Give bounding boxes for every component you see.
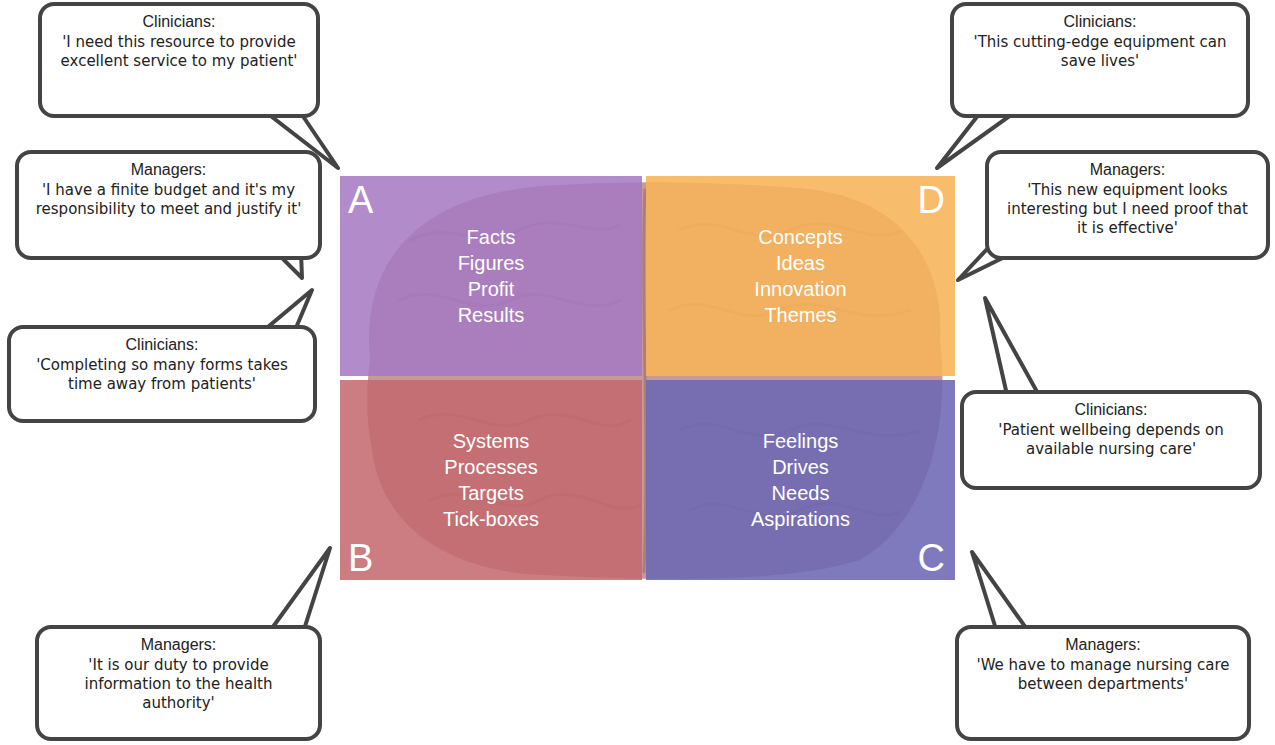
- speaker-heading: Clinicians:: [54, 12, 304, 32]
- quote-text: 'Completing so many forms takes time awa…: [23, 356, 301, 394]
- speaker-heading: Managers:: [51, 635, 306, 655]
- speech-bubble: Clinicians:'This cutting-edge equipment …: [950, 2, 1250, 118]
- quadrant-keyword: Themes: [764, 302, 836, 328]
- quote-text: 'I need this resource to provide excelle…: [54, 33, 304, 71]
- quadrant-letter: B: [348, 538, 373, 578]
- quote-text: 'We have to manage nursing care between …: [971, 656, 1235, 694]
- speech-bubble: Managers:'I have a finite budget and it'…: [15, 150, 322, 260]
- bubble-tails: [250, 100, 1046, 642]
- quadrant-letter: D: [918, 180, 945, 220]
- quote-text: 'This new equipment looks interesting bu…: [1001, 181, 1254, 238]
- quadrant-letter: A: [348, 180, 373, 220]
- quadrant-keyword: Drives: [772, 454, 829, 480]
- quote-text: 'This cutting-edge equipment can save li…: [966, 33, 1234, 71]
- speech-bubble: Managers:'We have to manage nursing care…: [955, 625, 1251, 741]
- quadrant-keyword: Systems: [453, 428, 530, 454]
- speaker-heading: Clinicians:: [966, 12, 1234, 32]
- quadrant-letter: C: [918, 538, 945, 578]
- quadrant-keyword: Results: [458, 302, 525, 328]
- speech-bubble: Managers:'This new equipment looks inter…: [985, 150, 1270, 260]
- speaker-heading: Clinicians:: [23, 335, 301, 355]
- quadrant-keyword: Tick-boxes: [443, 506, 539, 532]
- quote-text: 'Patient wellbeing depends on available …: [976, 421, 1246, 459]
- quadrant-keyword: Figures: [458, 250, 525, 276]
- speaker-heading: Managers:: [971, 635, 1235, 655]
- quote-text: 'I have a finite budget and it's my resp…: [31, 181, 306, 219]
- quote-text: 'It is our duty to provide information t…: [51, 656, 306, 713]
- speech-bubble: Managers:'It is our duty to provide info…: [35, 625, 322, 741]
- brain-quadrant: A FactsFiguresProfitResults: [340, 176, 642, 376]
- quadrant-keyword: Targets: [458, 480, 524, 506]
- quadrant-keyword: Profit: [468, 276, 515, 302]
- speaker-heading: Managers:: [31, 160, 306, 180]
- speaker-heading: Clinicians:: [976, 400, 1246, 420]
- brain-quadrant: D ConceptsIdeasInnovationThemes: [646, 176, 955, 376]
- speech-bubble: Clinicians:'I need this resource to prov…: [38, 2, 320, 118]
- quadrant-keyword: Innovation: [754, 276, 846, 302]
- quadrant-keyword: Concepts: [758, 224, 843, 250]
- speaker-heading: Managers:: [1001, 160, 1254, 180]
- quadrant-keyword: Needs: [772, 480, 830, 506]
- speech-bubble: Clinicians:'Patient wellbeing depends on…: [960, 390, 1262, 490]
- quadrant-keyword: Aspirations: [751, 506, 850, 532]
- quadrant-keyword: Processes: [444, 454, 537, 480]
- quadrant-keyword: Feelings: [763, 428, 839, 454]
- quadrant-keyword: Facts: [467, 224, 516, 250]
- brain-quadrant: B SystemsProcessesTargetsTick-boxes: [340, 380, 642, 580]
- brain-quadrant: C FeelingsDrivesNeedsAspirations: [646, 380, 955, 580]
- speech-bubble: Clinicians:'Completing so many forms tak…: [7, 325, 317, 423]
- quadrant-keyword: Ideas: [776, 250, 825, 276]
